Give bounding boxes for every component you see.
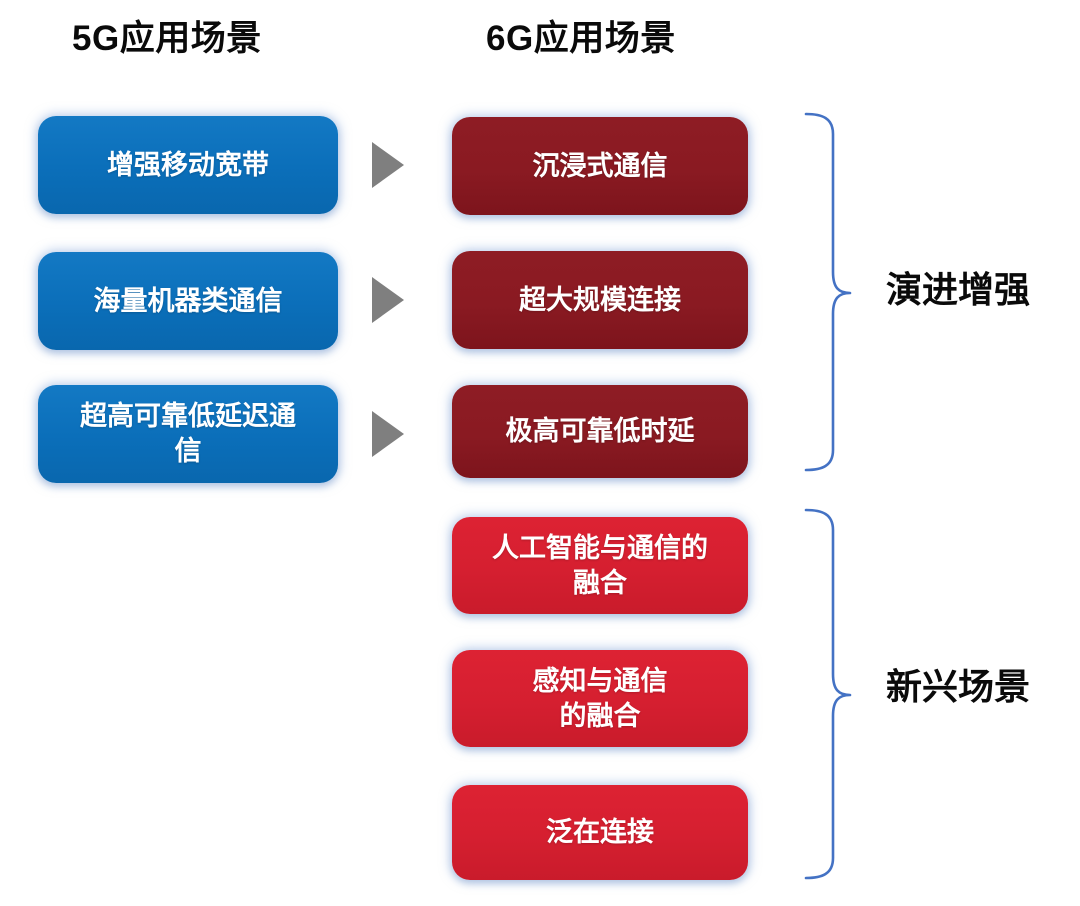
node-5g-embb[interactable]: 增强移动宽带 [38,116,338,214]
column-heading-6g: 6G应用场景 [486,19,676,58]
group-label-evolve: 演进增强 [886,269,1031,310]
node-6g-massive-connectivity[interactable]: 超大规模连接 [452,251,748,349]
node-label: 极高可靠低时延 [505,416,695,447]
node-label: 沉浸式通信 [532,150,668,181]
node-5g-mmtc[interactable]: 海量机器类通信 [38,252,338,350]
node-6g-immersive-communication[interactable]: 沉浸式通信 [452,117,748,215]
node-label: 感知与通信 的融合 [532,665,668,731]
triangle-right-icon [372,142,404,188]
node-label: 超大规模连接 [519,284,681,315]
node-6g-sensing-and-communication[interactable]: 感知与通信 的融合 [452,650,748,747]
node-5g-urllc[interactable]: 超高可靠低延迟通 信 [38,385,338,483]
node-label: 海量机器类通信 [93,285,283,316]
node-label: 泛在连接 [546,817,654,848]
column-heading-5g: 5G应用场景 [72,19,262,58]
node-6g-ai-and-communication[interactable]: 人工智能与通信的 融合 [452,517,748,614]
node-6g-hyper-reliable-low-latency[interactable]: 极高可靠低时延 [452,385,748,478]
node-label: 超高可靠低延迟通 信 [80,401,296,466]
group-label-emerging: 新兴场景 [886,666,1031,707]
brace-evolve-icon [804,112,852,472]
node-6g-ubiquitous-connectivity[interactable]: 泛在连接 [452,785,748,880]
brace-emerging-icon [804,508,852,880]
triangle-right-icon [372,277,404,323]
node-label: 人工智能与通信的 融合 [492,532,708,598]
node-label: 增强移动宽带 [107,149,269,180]
triangle-right-icon [372,411,404,457]
